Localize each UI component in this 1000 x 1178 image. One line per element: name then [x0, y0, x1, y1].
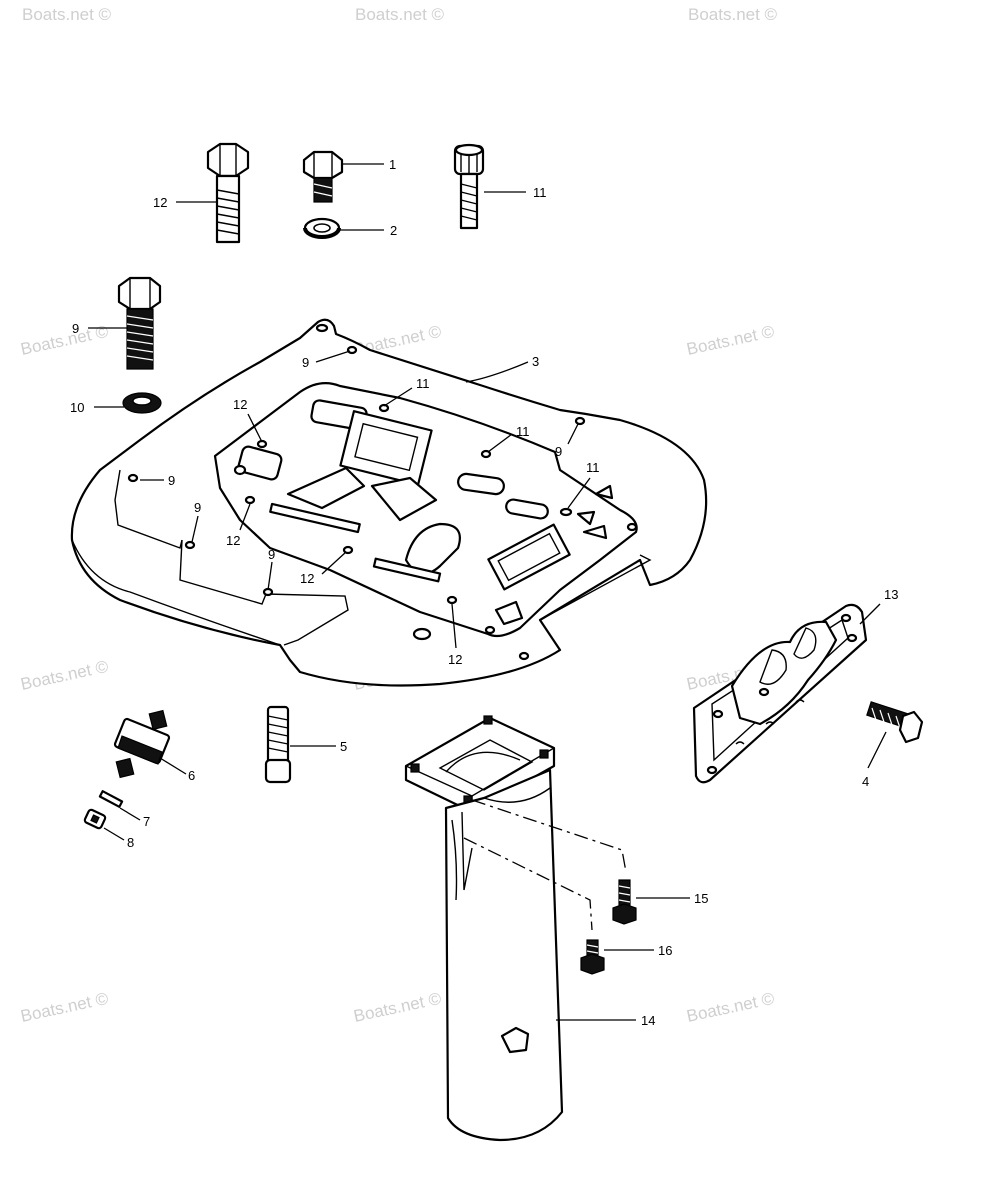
callout-16: 16	[658, 943, 672, 958]
part-15-bolt[interactable]	[612, 879, 637, 925]
callout-15: 15	[694, 891, 708, 906]
callout-12: 12	[226, 533, 240, 548]
callout-8: 8	[127, 835, 134, 850]
callout-12: 12	[448, 652, 462, 667]
part-9-bolt[interactable]	[117, 276, 162, 370]
callout-9: 9	[194, 500, 201, 515]
watermark: Boats.net ©	[352, 989, 444, 1026]
callout-7: 7	[143, 814, 150, 829]
part-3-adapter-plate[interactable]	[70, 318, 708, 687]
callout-11: 11	[516, 424, 530, 439]
part-7-sleeve[interactable]	[98, 790, 124, 808]
callout-9: 9	[302, 355, 309, 370]
part-14-exhaust-tube[interactable]	[404, 715, 564, 1142]
callout-11: 11	[416, 376, 430, 391]
callout-9: 9	[268, 547, 275, 562]
watermark: Boats.net ©	[355, 5, 445, 24]
part-11-screw[interactable]	[453, 143, 485, 230]
watermark: Boats.net ©	[22, 5, 112, 24]
callout-14: 14	[641, 1013, 655, 1028]
watermark: Boats.net ©	[685, 989, 777, 1026]
part-10-washer[interactable]	[122, 392, 162, 414]
callout-12: 12	[300, 571, 314, 586]
watermark: Boats.net ©	[688, 5, 778, 24]
callout-10: 10	[70, 400, 84, 415]
alignment-line	[471, 799, 627, 873]
watermark: Boats.net ©	[19, 657, 111, 694]
callout-6: 6	[188, 768, 195, 783]
watermark: Boats.net ©	[19, 989, 111, 1026]
callout-9: 9	[555, 444, 562, 459]
callout-11: 11	[533, 185, 547, 200]
callouts: 12 1 2 11 9 10 9 3 11 11 9 11 12 9 9 12 …	[70, 157, 898, 1028]
callout-2: 2	[390, 223, 397, 238]
callout-12: 12	[153, 195, 167, 210]
part-5-stud[interactable]	[264, 705, 292, 784]
part-8-nut[interactable]	[83, 808, 107, 830]
callout-13: 13	[884, 587, 898, 602]
callout-5: 5	[340, 739, 347, 754]
callout-1: 1	[389, 157, 396, 172]
callout-9: 9	[72, 321, 79, 336]
callout-4: 4	[862, 774, 869, 789]
part-6-isolator-mount[interactable]	[113, 709, 171, 779]
callout-9: 9	[168, 473, 175, 488]
part-13-cover-plate[interactable]	[692, 603, 868, 784]
callout-12: 12	[233, 397, 247, 412]
part-2-washer[interactable]	[303, 217, 341, 239]
leader-lines	[88, 163, 887, 1021]
part-4-bolt[interactable]	[866, 701, 924, 744]
part-12-bolt[interactable]	[206, 142, 250, 244]
callout-3: 3	[532, 354, 539, 369]
part-1-bolt[interactable]	[302, 150, 344, 203]
callout-11: 11	[586, 460, 600, 475]
part-16-bolt[interactable]	[580, 939, 605, 975]
watermark: Boats.net ©	[19, 322, 111, 359]
alignment-line	[463, 837, 593, 931]
watermark: Boats.net ©	[685, 322, 777, 359]
